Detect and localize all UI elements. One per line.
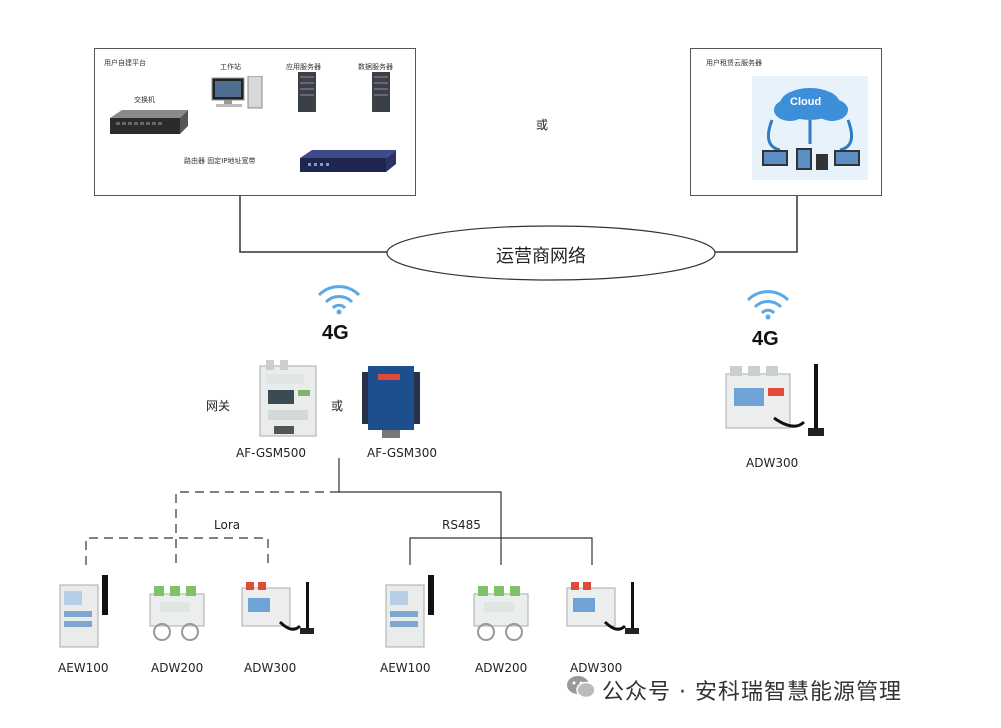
rs485-device-2-label: ADW200 <box>475 661 528 675</box>
router-label: 路由器 固定IP地址宽带 <box>184 157 256 165</box>
rs485-device-3-label: ADW300 <box>570 661 623 675</box>
adw300-4g-image <box>724 362 830 446</box>
or-label-top: 或 <box>536 118 549 132</box>
app-server-icon <box>298 72 316 116</box>
gateway-gsm500-image <box>258 360 322 444</box>
rs485-adw200-image <box>472 584 532 648</box>
cloud-illustration: Cloud <box>752 76 868 180</box>
gateway-or-label: 或 <box>331 399 344 413</box>
lora-adw200-image <box>148 584 208 648</box>
lora-device-2-label: ADW200 <box>151 661 204 675</box>
db-server-icon <box>372 72 390 116</box>
left-platform-title: 用户自建平台 <box>104 59 146 67</box>
lora-adw300-image <box>240 582 320 642</box>
lora-label: Lora <box>214 518 241 532</box>
workstation-icon <box>210 75 266 114</box>
wifi-icon <box>745 288 791 324</box>
cloud-text: Cloud <box>790 96 822 108</box>
right-device-label: ADW300 <box>746 456 799 470</box>
router-icon <box>300 150 396 180</box>
operator-network-ellipse <box>386 225 716 281</box>
workstation-label: 工作站 <box>220 63 241 71</box>
lora-aew100-image <box>58 575 114 653</box>
lora-device-1-label: AEW100 <box>58 661 109 675</box>
rs485-aew100-image <box>384 575 440 653</box>
left-4g-label: 4G <box>322 322 349 344</box>
right-4g-label: 4G <box>752 328 779 350</box>
app-server-label: 应用服务器 <box>286 63 321 71</box>
gateway-b-label: AF-GSM300 <box>367 446 438 460</box>
db-server-label: 数据服务器 <box>358 63 393 71</box>
rs485-adw300-image <box>565 582 645 642</box>
operator-network-label: 运营商网络 <box>496 246 586 267</box>
cloud-icon <box>762 88 860 170</box>
watermark-text: 公众号 · 安科瑞智慧能源管理 <box>602 680 902 705</box>
switch-icon <box>110 110 188 144</box>
gateway-gsm300-image <box>362 364 422 444</box>
gateway-a-label: AF-GSM500 <box>236 446 307 460</box>
wechat-icon <box>566 674 596 704</box>
right-platform-title: 用户租赁云服务器 <box>706 59 762 67</box>
rs485-label: RS485 <box>442 518 481 532</box>
gateway-label: 网关 <box>206 399 231 413</box>
wifi-icon <box>316 283 362 319</box>
lora-device-3-label: ADW300 <box>244 661 297 675</box>
rs485-device-1-label: AEW100 <box>380 661 431 675</box>
switch-label: 交换机 <box>134 96 155 104</box>
